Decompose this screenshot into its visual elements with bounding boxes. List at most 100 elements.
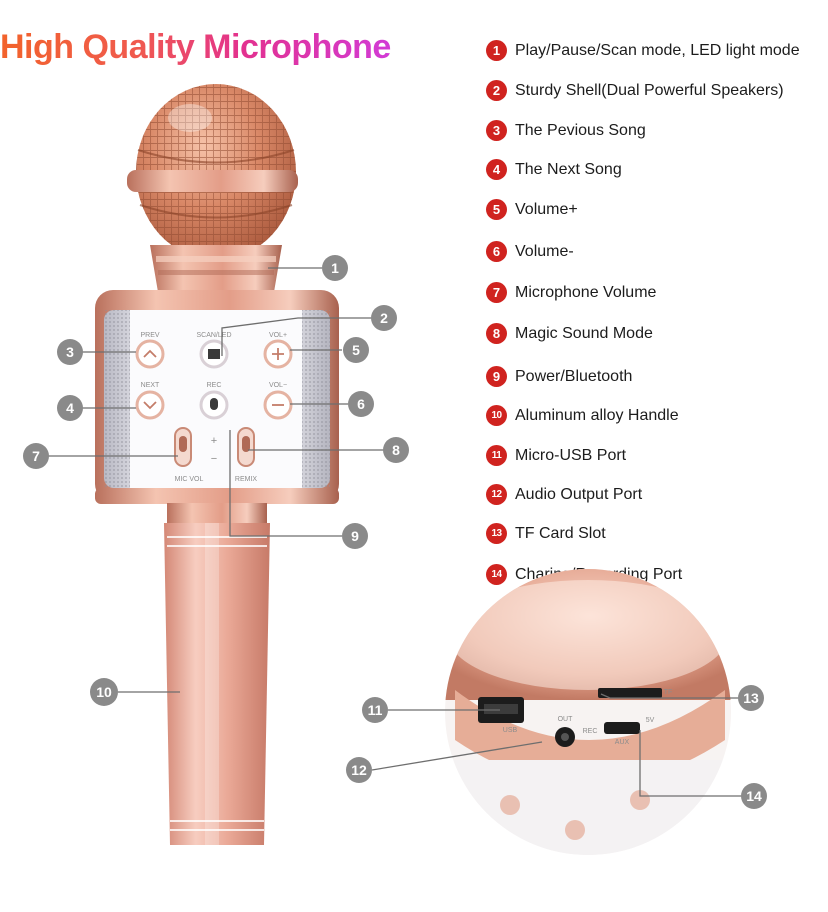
tf-card-slot[interactable] bbox=[598, 688, 662, 698]
svg-text:3: 3 bbox=[66, 344, 74, 360]
aux-port-label: AUX bbox=[615, 739, 630, 746]
mic-vol-label: MIC VOL bbox=[175, 476, 204, 483]
out-port-label: OUT bbox=[558, 716, 574, 723]
legend-label: The Next Song bbox=[515, 160, 622, 178]
legend-label: Volume+ bbox=[515, 200, 578, 218]
legend-number-badge: 10 bbox=[486, 405, 507, 426]
legend-number-badge: 6 bbox=[486, 241, 507, 262]
callout-2: 2 bbox=[371, 305, 397, 331]
svg-text:4: 4 bbox=[66, 400, 74, 416]
prev-label: PREV bbox=[140, 332, 159, 339]
head-ring bbox=[127, 170, 298, 192]
svg-text:2: 2 bbox=[380, 310, 388, 326]
magic-sound-slider[interactable] bbox=[237, 427, 255, 467]
legend-number-badge: 12 bbox=[486, 484, 507, 505]
micro-usb-port[interactable] bbox=[604, 722, 640, 734]
callout-5: 5 bbox=[343, 337, 369, 363]
callout-1: 1 bbox=[322, 255, 348, 281]
legend-item: 2 Sturdy Shell(Dual Powerful Speakers) bbox=[486, 80, 784, 101]
usb-port[interactable] bbox=[478, 697, 524, 723]
vol-minus-label: VOL− bbox=[269, 382, 287, 389]
legend-number-badge: 9 bbox=[486, 366, 507, 387]
callout-12: 12 bbox=[346, 757, 372, 783]
callout-14: 14 bbox=[741, 783, 767, 809]
button-rec[interactable] bbox=[199, 390, 229, 420]
legend-item: 9 Power/Bluetooth bbox=[486, 366, 632, 387]
legend-number-badge: 2 bbox=[486, 80, 507, 101]
svg-text:11: 11 bbox=[368, 702, 383, 718]
legend-number-badge: 11 bbox=[486, 445, 507, 466]
legend-item: 3 The Pevious Song bbox=[486, 120, 646, 141]
legend-item: 10 Aluminum alloy Handle bbox=[486, 405, 679, 426]
legend-label: Audio Output Port bbox=[515, 485, 643, 503]
legend-label: Magic Sound Mode bbox=[515, 324, 653, 342]
svg-text:12: 12 bbox=[351, 762, 367, 778]
callout-leaders bbox=[48, 267, 742, 797]
legend-label: Power/Bluetooth bbox=[515, 367, 633, 385]
callout-10: 10 bbox=[90, 678, 118, 706]
callout-4: 4 bbox=[57, 395, 83, 421]
vol-plus-label: VOL+ bbox=[269, 332, 287, 339]
legend-number-badge: 7 bbox=[486, 282, 507, 303]
aluminum-handle bbox=[164, 503, 270, 845]
legend-number-badge: 8 bbox=[486, 323, 507, 344]
callout-6: 6 bbox=[348, 391, 374, 417]
legend-label: The Pevious Song bbox=[515, 121, 646, 139]
legend-item: 8 Magic Sound Mode bbox=[486, 323, 653, 344]
button-prev[interactable] bbox=[135, 339, 165, 369]
callout-markers: 1 2 3 4 5 6 7 8 9 10 11 12 13 14 bbox=[23, 255, 767, 809]
legend-number-badge: 4 bbox=[486, 159, 507, 180]
button-vol-minus[interactable] bbox=[263, 390, 293, 420]
legend-number-badge: 3 bbox=[486, 120, 507, 141]
rec-port-label: REC bbox=[583, 728, 598, 735]
svg-text:13: 13 bbox=[743, 690, 759, 706]
legend-label: Sturdy Shell(Dual Powerful Speakers) bbox=[515, 81, 784, 99]
svg-text:10: 10 bbox=[96, 684, 112, 700]
callout-3: 3 bbox=[57, 339, 83, 365]
svg-text:9: 9 bbox=[351, 528, 359, 544]
button-next[interactable] bbox=[135, 390, 165, 420]
plus-label: + bbox=[211, 435, 217, 447]
callout-8: 8 bbox=[383, 437, 409, 463]
rec-label: REC bbox=[207, 382, 222, 389]
page-title: High Quality Microphone bbox=[0, 28, 391, 66]
callout-11: 11 bbox=[362, 697, 388, 723]
svg-text:6: 6 bbox=[357, 396, 365, 412]
legend-label: Volume- bbox=[515, 242, 574, 260]
audio-output-port[interactable] bbox=[555, 727, 575, 747]
legend-number-badge: 1 bbox=[486, 40, 507, 61]
legend-item: 4 The Next Song bbox=[486, 159, 622, 180]
legend-number-badge: 13 bbox=[486, 523, 507, 544]
legend-label: Microphone Volume bbox=[515, 283, 657, 301]
legend-item: 5 Volume+ bbox=[486, 199, 578, 220]
legend-number-badge: 14 bbox=[486, 564, 507, 585]
legend-item: 6 Volume- bbox=[486, 241, 574, 262]
legend-item: 1 Play/Pause/Scan mode, LED light mode bbox=[486, 40, 800, 61]
legend-item: 7 Microphone Volume bbox=[486, 282, 656, 303]
svg-text:5: 5 bbox=[352, 342, 360, 358]
callout-9: 9 bbox=[342, 523, 368, 549]
legend-item: 13 TF Card Slot bbox=[486, 523, 606, 544]
legend-label: TF Card Slot bbox=[515, 524, 606, 542]
svg-text:1: 1 bbox=[331, 260, 339, 276]
svg-text:7: 7 bbox=[32, 448, 40, 464]
legend-item: 11 Micro-USB Port bbox=[486, 445, 626, 466]
legend-label: Micro-USB Port bbox=[515, 446, 627, 464]
button-scan-led[interactable] bbox=[199, 339, 229, 369]
callout-13: 13 bbox=[738, 685, 764, 711]
minus-label: − bbox=[211, 453, 217, 465]
legend-item: 12 Audio Output Port bbox=[486, 484, 642, 505]
callout-7: 7 bbox=[23, 443, 49, 469]
next-label: NEXT bbox=[141, 382, 160, 389]
tf-slot-label: TF bbox=[664, 689, 673, 696]
mic-volume-slider[interactable] bbox=[174, 427, 192, 467]
svg-text:8: 8 bbox=[392, 442, 400, 458]
remix-label: REMIX bbox=[235, 476, 258, 483]
button-vol-plus[interactable] bbox=[263, 339, 293, 369]
legend-label: Aluminum alloy Handle bbox=[515, 406, 679, 424]
legend-label: Play/Pause/Scan mode, LED light mode bbox=[515, 41, 800, 59]
legend-number-badge: 5 bbox=[486, 199, 507, 220]
svg-text:14: 14 bbox=[746, 788, 762, 804]
mic-neck bbox=[150, 245, 282, 292]
